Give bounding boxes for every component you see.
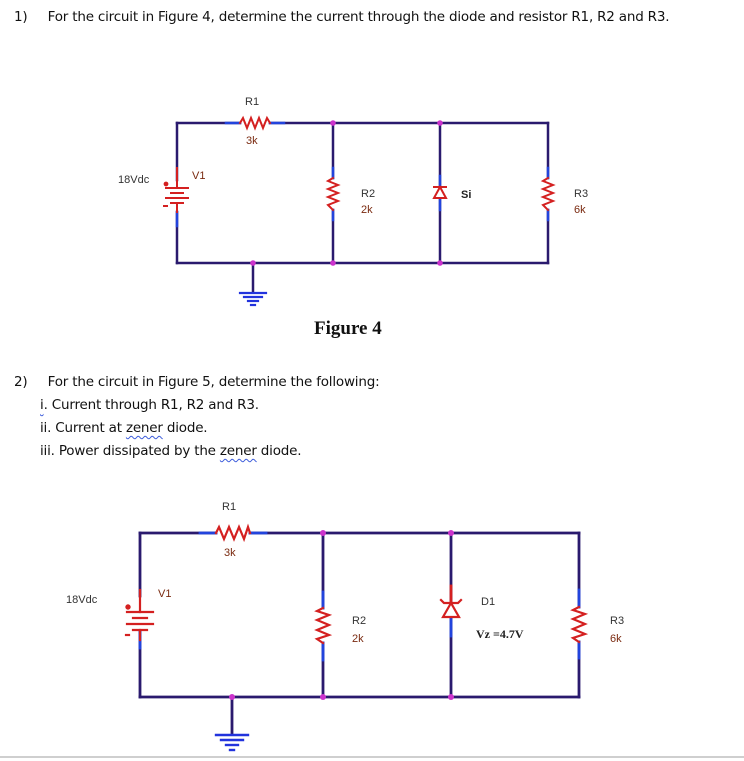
figure-4-r3-name: R3 bbox=[574, 188, 588, 200]
question-2-item-2-word: zener bbox=[125, 420, 163, 436]
question-2-item-2-after: diode. bbox=[162, 420, 208, 436]
question-1-number: 1) bbox=[14, 9, 28, 25]
figure-4-caption: Figure 4 bbox=[314, 318, 382, 339]
page-bottom-divider bbox=[0, 756, 744, 758]
figure-4-r3-value: 6k bbox=[574, 204, 586, 216]
figure-5-r1-name: R1 bbox=[222, 501, 236, 513]
figure-4-diode-name: Si bbox=[461, 189, 471, 201]
figure-5-r2-value: 2k bbox=[352, 633, 364, 645]
figure-4-r1-resistor bbox=[238, 115, 272, 131]
question-1: 1) For the circuit in Figure 4, determin… bbox=[14, 9, 670, 25]
question-2-item-1: i. Current through R1, R2 and R3. bbox=[40, 397, 259, 413]
question-2-number: 2) bbox=[14, 374, 28, 390]
figure-5-diode-name: D1 bbox=[481, 596, 495, 608]
question-2-item-3: iii. Power dissipated by the zener diode… bbox=[40, 443, 302, 459]
figure-5-source-label: 18Vdc bbox=[66, 594, 98, 606]
question-2-item-2-before: ii. Current at bbox=[40, 420, 126, 436]
figure-4-diode bbox=[432, 184, 448, 199]
question-2: 2) For the circuit in Figure 5, determin… bbox=[14, 374, 380, 390]
figure-5-nodes bbox=[229, 530, 454, 700]
figure-5-r3-name: R3 bbox=[610, 615, 624, 627]
figure-5-r2-resistor bbox=[314, 606, 333, 645]
figure-5-source-name: V1 bbox=[158, 588, 171, 600]
figure-4-r1-name: R1 bbox=[245, 96, 259, 108]
figure-4-r2-resistor bbox=[325, 176, 341, 212]
question-2-item-3-after: diode. bbox=[256, 443, 302, 459]
figure-5-r1-resistor bbox=[214, 523, 252, 543]
figure-5-zener-diode bbox=[439, 598, 463, 619]
figure-4-source-label: 18Vdc bbox=[118, 174, 150, 186]
figure-5-r3-resistor bbox=[570, 605, 589, 644]
question-2-item-1-text: . Current through R1, R2 and R3. bbox=[43, 397, 259, 413]
figure-4-circuit: R1 3k 18Vdc V1 R2 2k Si R3 6k bbox=[118, 96, 588, 307]
figure-5-r3-value: 6k bbox=[610, 633, 622, 645]
question-2-item-1-prefix: i bbox=[40, 397, 44, 413]
figure-4-r2-name: R2 bbox=[361, 188, 375, 200]
figure-4-r1-value: 3k bbox=[246, 135, 258, 147]
question-2-item-2: ii. Current at zener diode. bbox=[40, 420, 208, 436]
figure-5-ground-icon bbox=[214, 733, 250, 752]
figure-4-r2-value: 2k bbox=[361, 204, 373, 216]
figure-4-battery bbox=[163, 167, 189, 213]
figure-4-leads bbox=[175, 121, 550, 228]
figure-5-leads bbox=[138, 531, 581, 662]
figure-5-r1-value: 3k bbox=[224, 547, 236, 559]
question-2-item-3-word: zener bbox=[219, 443, 257, 459]
question-2-item-3-before: iii. Power dissipated by the bbox=[40, 443, 220, 459]
figure-5-circuit: R1 3k 18Vdc V1 R2 2k D1 Vz =4.7V R3 6k bbox=[66, 501, 624, 752]
question-2-text: For the circuit in Figure 5, determine t… bbox=[47, 374, 380, 390]
figure-4-r3-resistor bbox=[540, 176, 556, 212]
figure-4-ground-icon bbox=[238, 291, 268, 307]
figure-4-source-name: V1 bbox=[192, 170, 205, 182]
figure-5-battery bbox=[124, 588, 155, 642]
figure-5-r2-name: R2 bbox=[352, 615, 366, 627]
question-1-text: For the circuit in Figure 4, determine t… bbox=[47, 9, 670, 25]
figure-4-nodes bbox=[250, 120, 443, 266]
figure-5-zener-voltage: Vz =4.7V bbox=[476, 627, 524, 641]
